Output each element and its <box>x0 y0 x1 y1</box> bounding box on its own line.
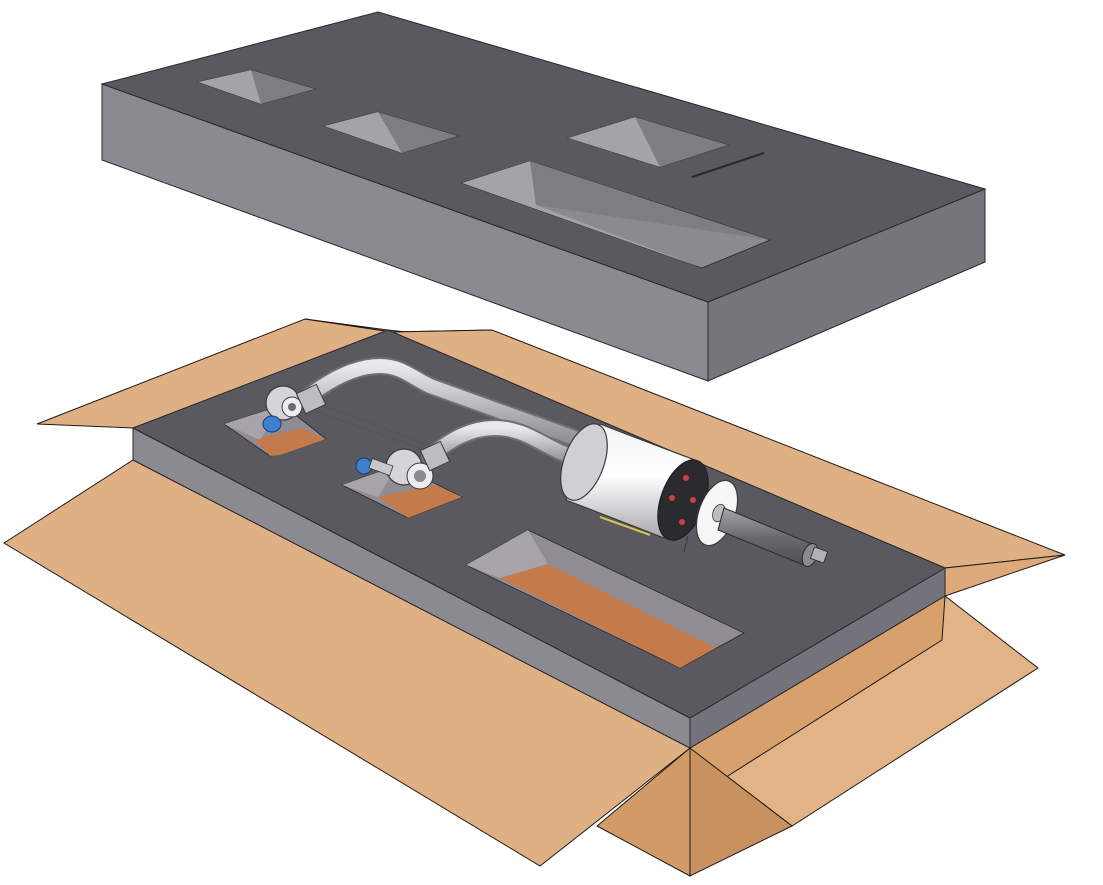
cylindrical-housing <box>560 423 709 541</box>
blue-fitting-upper <box>262 415 282 433</box>
box-wall-bottom-right <box>689 746 793 877</box>
foam-insert <box>131 329 947 749</box>
lid-pocket-2 <box>322 111 460 154</box>
lid-pocket-1 <box>196 69 317 105</box>
lid-pocket-3 <box>566 116 730 168</box>
lid-slit <box>691 152 765 178</box>
tube-assembly <box>262 356 594 490</box>
lid-pocket-long <box>460 160 772 269</box>
cardboard-box <box>3 318 1066 877</box>
fitting-upper <box>262 383 327 433</box>
fitting-lower <box>355 440 451 490</box>
foam-insert-top <box>131 329 947 719</box>
foam-lid-top <box>100 11 987 303</box>
shaft <box>717 507 829 568</box>
insert-pocket-long <box>465 529 745 669</box>
foam-lid <box>100 11 987 382</box>
